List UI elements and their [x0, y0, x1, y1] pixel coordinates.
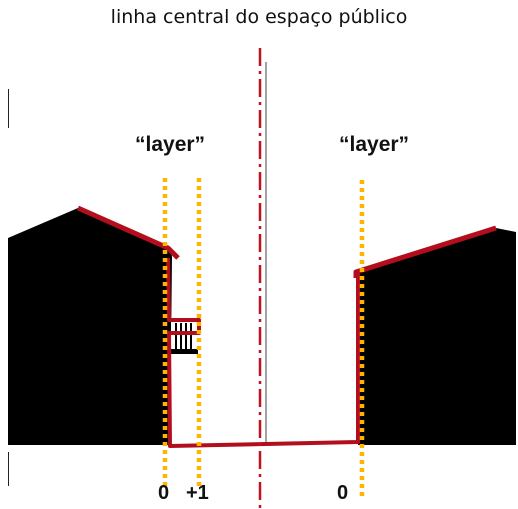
marker-left-zero: 0: [158, 482, 170, 504]
balcony: [171, 320, 198, 354]
marker-right-zero: 0: [337, 482, 349, 504]
left-roof-profile: [76, 205, 180, 260]
right-roof-profile: [353, 225, 497, 278]
left-building: [8, 208, 172, 445]
street-profile: [166, 257, 360, 448]
right-building: [356, 228, 516, 445]
layer-label-right: “layer”: [339, 133, 410, 156]
diagram-title: linha central do espaço público: [110, 6, 408, 28]
marker-plus-one: +1: [186, 482, 209, 504]
layer-label-left: “layer”: [135, 133, 206, 156]
